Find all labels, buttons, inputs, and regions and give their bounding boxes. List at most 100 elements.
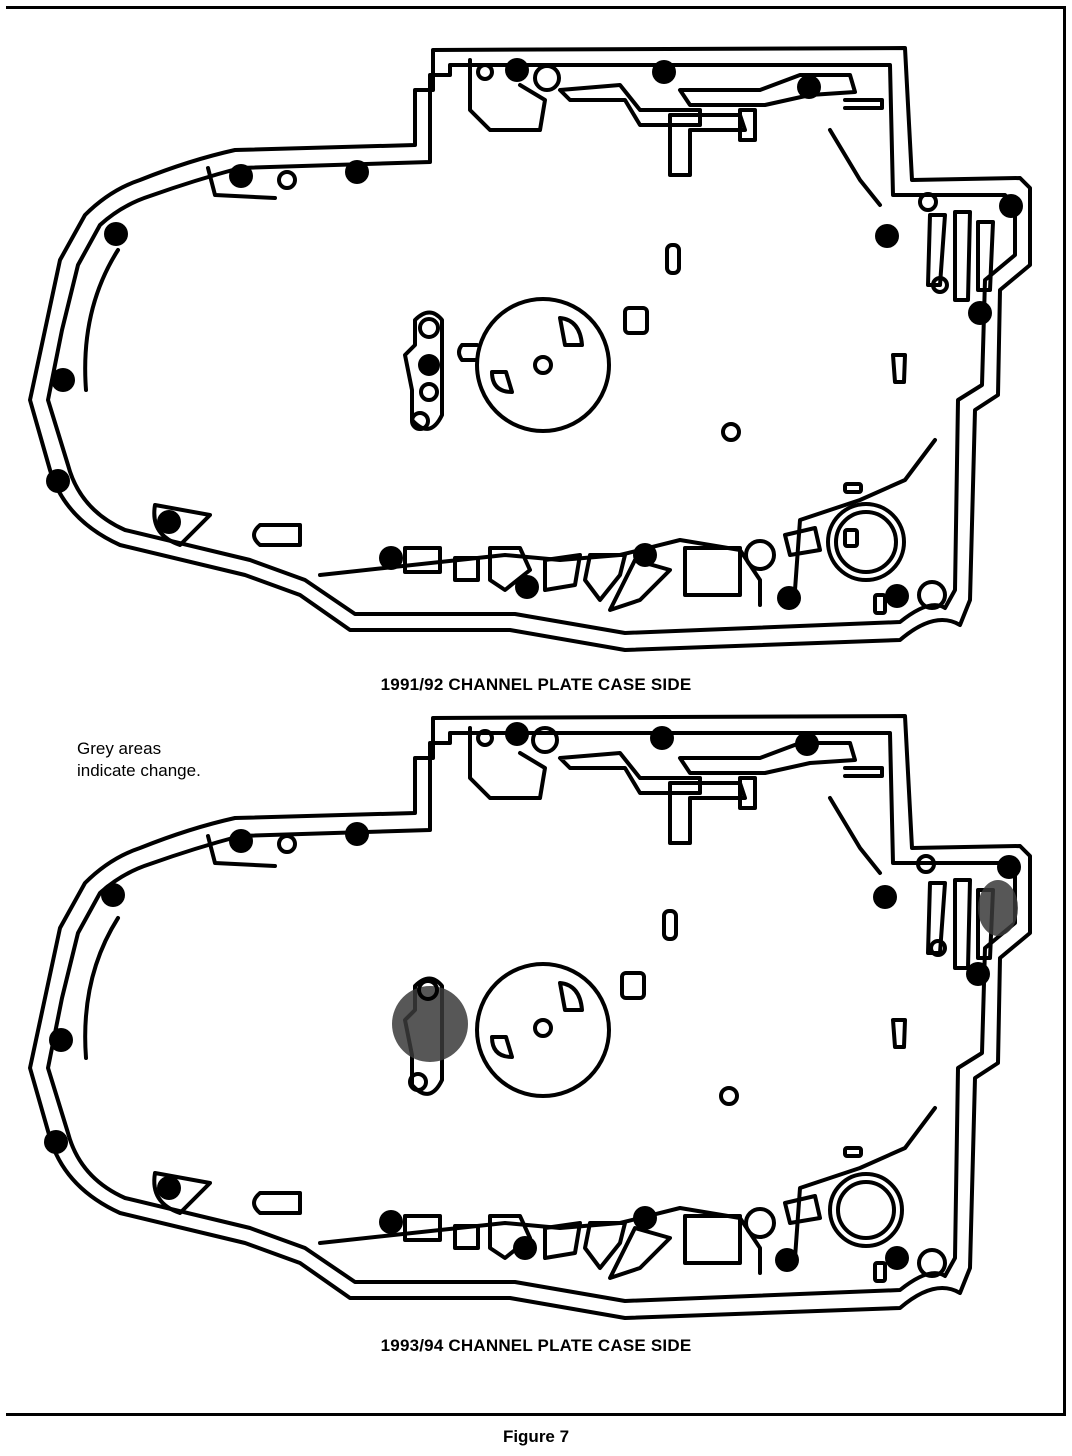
bolt-hole <box>875 224 899 248</box>
bolt-hole <box>515 575 539 599</box>
accumulator-bore-inner <box>836 1180 896 1240</box>
upper-passage-3 <box>678 73 857 107</box>
change-note-line-1: Grey areas <box>77 739 162 758</box>
bolt-hole <box>229 829 253 853</box>
open-port <box>410 411 430 431</box>
center-bore-pocket-2 <box>490 1035 514 1059</box>
bolt-hole <box>49 1028 73 1052</box>
short-slot <box>843 482 863 494</box>
diagonal-channel <box>828 796 882 875</box>
lower-passage-5 <box>453 556 480 582</box>
upper-passage-5 <box>738 776 757 810</box>
bolt-hole <box>777 586 801 610</box>
left-arc-channel <box>83 916 120 1060</box>
bolt-hole <box>51 368 75 392</box>
bolt-hole <box>999 194 1023 218</box>
bolt-hole <box>229 164 253 188</box>
lower-passage-10 <box>683 546 742 597</box>
upper-slot <box>662 909 678 941</box>
change-area-right <box>978 880 1018 936</box>
bolt-hole <box>968 301 992 325</box>
upper-passage-2 <box>558 83 702 127</box>
bolt-hole <box>44 1130 68 1154</box>
center-square-port <box>620 971 646 1000</box>
bolt-hole <box>633 1206 657 1230</box>
upper-passage-6 <box>843 98 884 110</box>
center-bore-pocket-2 <box>490 370 514 394</box>
center-square-port <box>623 306 649 335</box>
lower-right-channel <box>793 438 937 592</box>
bolt-hole <box>966 962 990 986</box>
top-ledge-channel <box>206 834 277 868</box>
open-port <box>476 729 494 747</box>
bolt-hole <box>379 546 403 570</box>
upper-slot <box>665 243 681 275</box>
bolt-hole <box>650 726 674 750</box>
lower-passage-9 <box>608 1226 672 1280</box>
left-arc-channel <box>83 248 120 392</box>
bolt-hole <box>513 1236 537 1260</box>
open-port <box>533 64 561 92</box>
upper-passage-1 <box>468 58 547 132</box>
lower-passage-5 <box>453 1224 480 1250</box>
open-port <box>531 726 559 754</box>
center-bore <box>475 962 611 1098</box>
accumulator-bore-outer <box>826 502 906 582</box>
lower-right-open-port <box>917 580 947 610</box>
right-slot-3 <box>976 220 995 292</box>
lower-passage-11 <box>783 1194 822 1225</box>
top-ledge-channel <box>206 166 277 200</box>
bolt-hole <box>797 75 821 99</box>
center-bore-pocket-1 <box>558 316 584 347</box>
right-slot-2 <box>953 878 972 970</box>
lower-passage-9 <box>608 558 672 612</box>
center-bore-notch <box>457 343 479 362</box>
upper-passage-6 <box>843 766 884 778</box>
lower-passage-1 <box>252 1191 302 1215</box>
center-bore-hole <box>533 355 553 375</box>
diagram-1993-94 <box>0 668 1072 1328</box>
page-frame <box>6 6 1066 1416</box>
bolt-hole <box>101 883 125 907</box>
bolt-hole <box>157 510 181 534</box>
bolt-hole <box>345 822 369 846</box>
bolt-hole <box>104 222 128 246</box>
right-small-slot <box>891 1018 907 1049</box>
upper-passage-5 <box>738 108 757 142</box>
change-note-line-2: indicate change. <box>77 761 201 780</box>
open-port <box>916 854 936 874</box>
plate-outer-outline <box>28 46 1032 652</box>
bolt-hole <box>775 1248 799 1272</box>
bolt-hole <box>379 1210 403 1234</box>
right-small-slot <box>891 353 907 384</box>
lower-passage-2 <box>152 503 212 547</box>
bolt-hole <box>345 160 369 184</box>
center-bore <box>475 297 611 433</box>
caption-1991-92: 1991/92 CHANNEL PLATE CASE SIDE <box>380 675 692 694</box>
upper-passage-3 <box>678 741 857 775</box>
open-port <box>418 317 440 339</box>
small-bottom-slot <box>873 593 887 615</box>
open-port <box>419 382 439 402</box>
right-slot-2 <box>953 210 972 302</box>
bolt-hole <box>46 469 70 493</box>
change-area-left <box>392 986 468 1062</box>
accumulator-slot <box>843 528 859 548</box>
bolt-hole <box>633 543 657 567</box>
lower-passage-1 <box>252 523 302 547</box>
open-port <box>277 170 297 190</box>
lower-passage-2 <box>152 1171 212 1215</box>
open-port <box>929 939 947 957</box>
small-port <box>719 1086 739 1106</box>
lower-passage-7 <box>543 1221 582 1260</box>
plate-outer-outline <box>28 714 1032 1320</box>
open-port <box>417 979 439 1001</box>
open-port <box>408 1072 428 1092</box>
lower-right-open-port <box>917 1248 947 1278</box>
bolt-hole <box>885 1246 909 1270</box>
lower-passage-10 <box>683 1214 742 1265</box>
upper-passage-1 <box>468 726 547 800</box>
lower-passage-11 <box>783 526 822 557</box>
open-port <box>277 834 297 854</box>
channel-plate-1993-94-drawing <box>28 714 1032 1320</box>
